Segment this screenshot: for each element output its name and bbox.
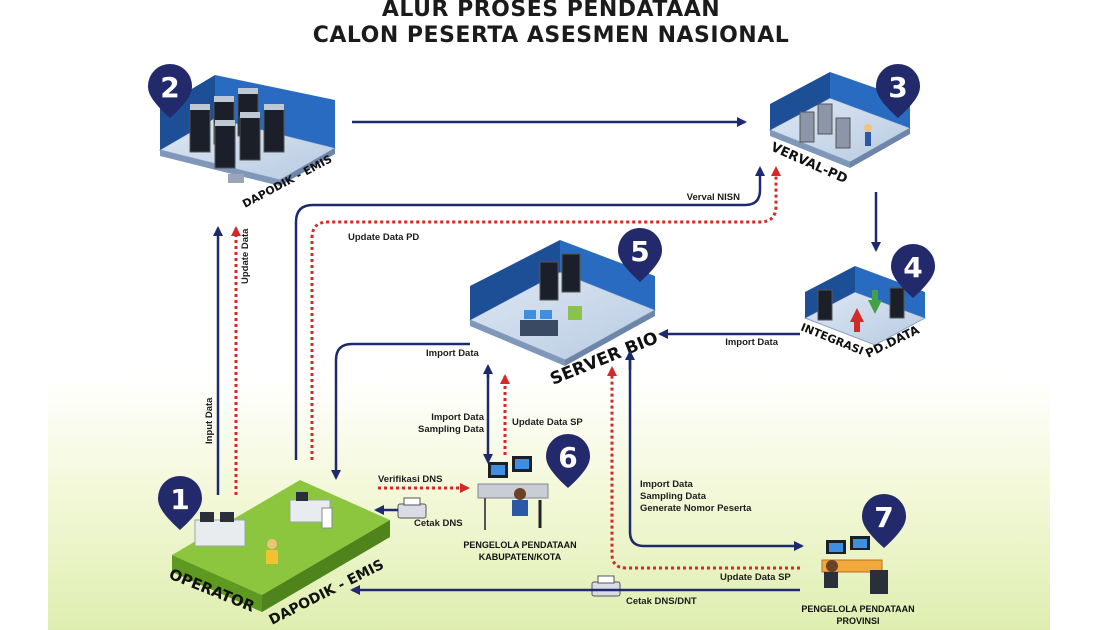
node-6-pengelola-kab	[477, 456, 549, 530]
arrow-verval-nisn	[294, 166, 765, 460]
node-5-server-room	[468, 240, 657, 366]
pin-2-number: 2	[160, 71, 179, 104]
label-prov-generate: Generate Nomor Peserta	[640, 503, 752, 514]
pin-4: 4	[891, 244, 935, 298]
label-update-data-sp-6: Update Data SP	[512, 417, 583, 428]
pin-3: 3	[876, 64, 920, 118]
pin-1-number: 1	[170, 483, 189, 516]
label-prov-sampling-data: Sampling Data	[640, 491, 707, 502]
node-1-operator-platform	[172, 480, 390, 612]
label-cetak-dns: Cetak DNS	[414, 518, 463, 529]
arrow-update-data-pd	[310, 166, 781, 460]
pin-5-number: 5	[630, 235, 649, 268]
node-3-verval-room	[768, 72, 912, 168]
label-sampling-data-6: Sampling Data	[418, 424, 485, 435]
label-update-data-sp-7: Update Data SP	[720, 572, 791, 583]
pin-6: 6	[546, 434, 590, 488]
node-6-label-a: PENGELOLA PENDATAAN	[463, 540, 576, 550]
node-2-dapodik-room	[158, 75, 337, 186]
title-line-1: ALUR PROSES PENDATAAN	[382, 0, 720, 22]
pin-7: 7	[862, 494, 906, 548]
pin-3-number: 3	[888, 71, 907, 104]
arrow-5-to-1-import	[331, 342, 470, 480]
node-7-pengelola-prov	[821, 536, 888, 594]
label-prov-import-data: Import Data	[640, 479, 694, 490]
pin-4-number: 4	[903, 251, 922, 284]
pin-1: 1	[158, 475, 203, 530]
fax-icon-cetak-dns	[397, 497, 427, 519]
arrow-5-to-7	[628, 355, 804, 551]
label-input-data: Input Data	[204, 397, 215, 444]
pin-5: 5	[618, 228, 662, 282]
node-4-integrasi-room	[803, 266, 927, 346]
label-update-data: Update Data	[240, 228, 251, 284]
label-update-data-pd: Update Data PD	[348, 232, 419, 243]
pin-7-number: 7	[874, 501, 893, 534]
node-7-label-a: PENGELOLA PENDATAAN	[801, 604, 914, 614]
label-import-data-5-1: Import Data	[426, 348, 480, 359]
label-import-data-4-5: Import Data	[725, 337, 779, 348]
label-import-data-6: Import Data	[431, 412, 485, 423]
arrow-7-to-5-update-sp	[607, 366, 800, 570]
pin-6-number: 6	[558, 441, 577, 474]
label-verval-nisn: Verval NISN	[687, 192, 740, 203]
label-cetak-dns-dnt: Cetak DNS/DNT	[626, 596, 697, 607]
node-7-label-b: PROVINSI	[836, 616, 879, 626]
pin-2: 2	[148, 64, 192, 118]
label-verifikasi-dns: Verifikasi DNS	[378, 474, 442, 485]
title-line-2: CALON PESERTA ASESMEN NASIONAL	[313, 23, 790, 48]
node-6-label-b: KABUPATEN/KOTA	[479, 552, 562, 562]
